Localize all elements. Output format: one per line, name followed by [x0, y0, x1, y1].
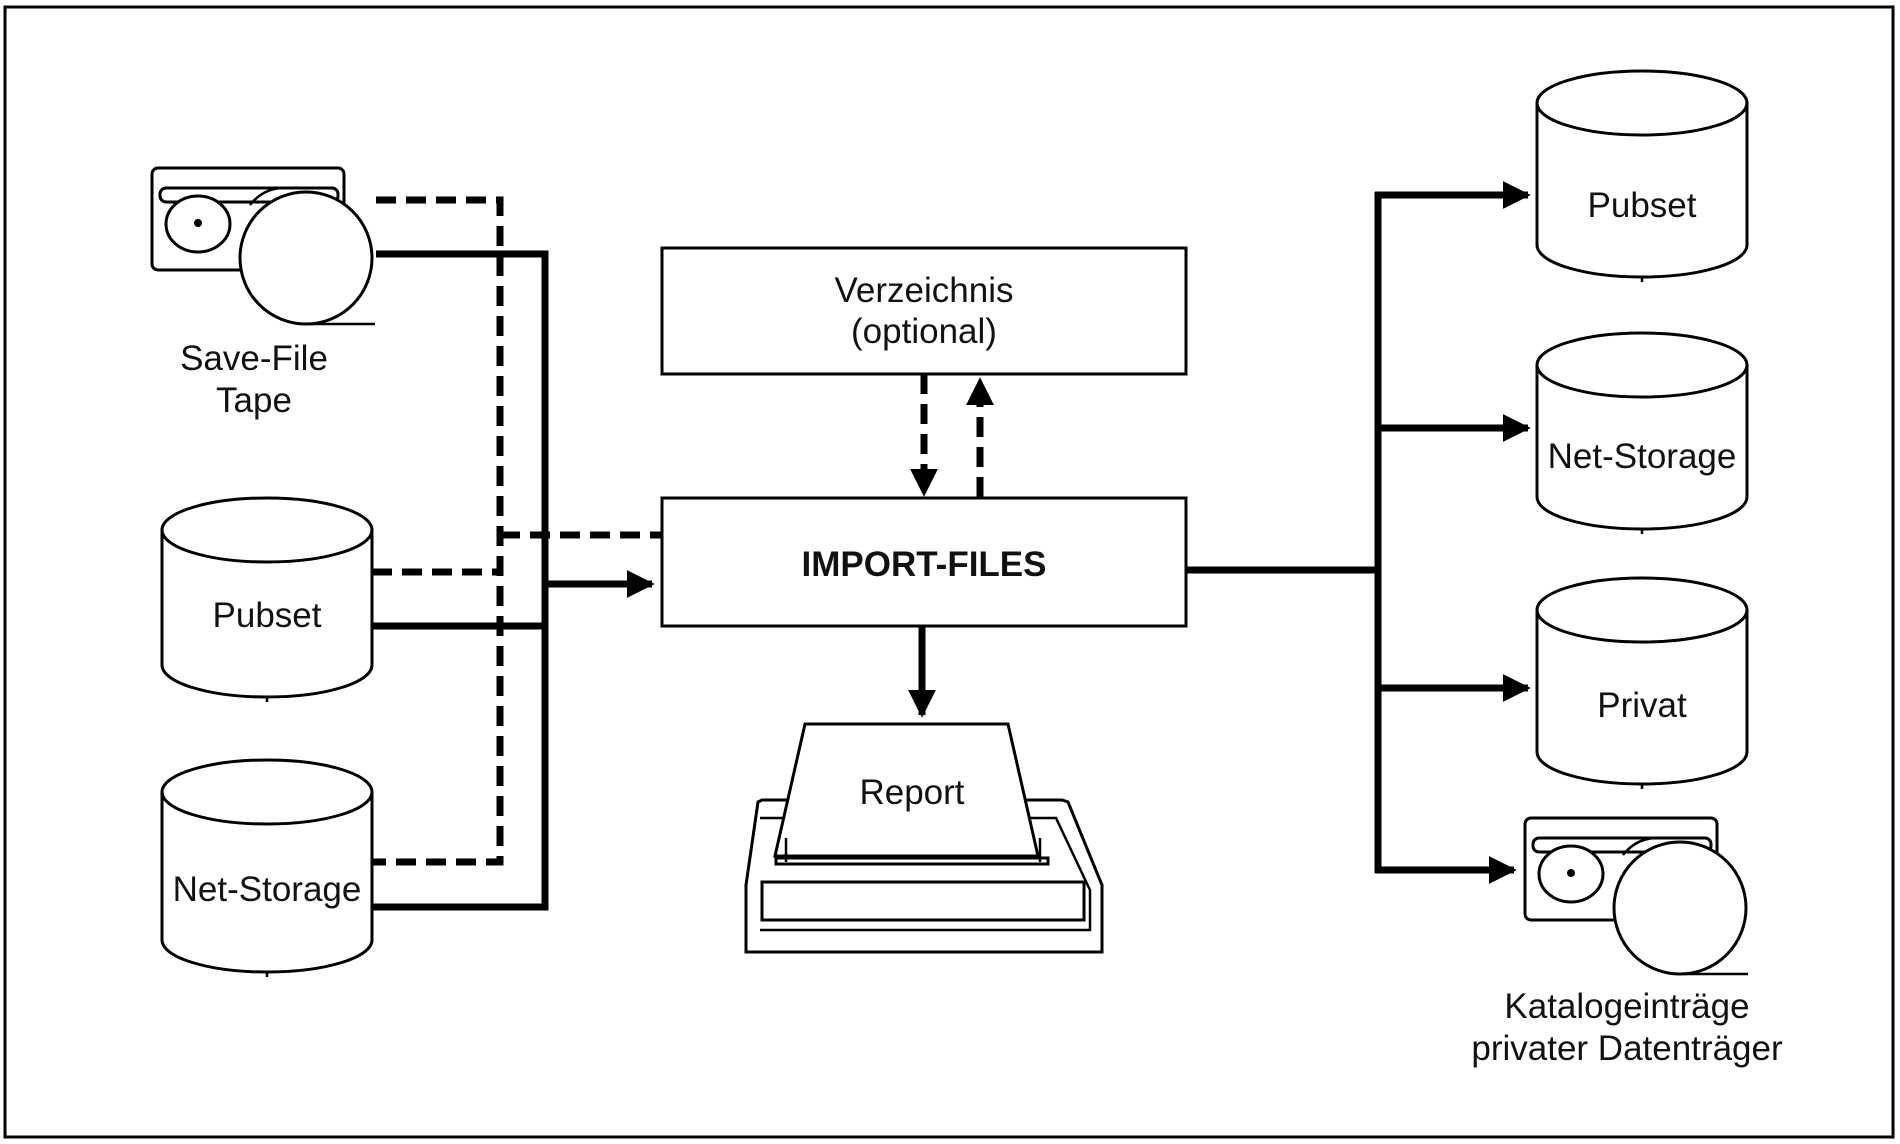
input-solid-connectors — [372, 250, 655, 911]
printer-icon — [744, 722, 1104, 954]
import-files-box — [660, 496, 1188, 628]
net-storage-output-label: Net-Storage — [1548, 437, 1737, 476]
katalog-label-2: privater Datenträger — [1471, 1029, 1783, 1068]
save-file-label-1: Save-File — [180, 339, 328, 378]
net-storage-output-disk-icon — [1535, 331, 1749, 534]
output-connectors — [1186, 181, 1531, 884]
verzeichnis-box — [660, 246, 1188, 376]
net-storage-input-disk-icon — [160, 758, 374, 977]
pubset-input-label: Pubset — [213, 596, 322, 635]
katalog-label-1: Katalogeinträge — [1504, 987, 1749, 1026]
tape-drive-icon — [150, 166, 375, 326]
privat-output-disk-icon — [1535, 576, 1749, 789]
outer-frame — [3, 5, 1895, 1139]
net-storage-input-label: Net-Storage — [173, 870, 362, 909]
pubset-input-disk-icon — [160, 496, 374, 702]
verzeichnis-label-1: Verzeichnis — [835, 271, 1014, 310]
report-label: Report — [859, 773, 964, 812]
save-file-label-2: Tape — [216, 381, 292, 420]
pubset-output-disk-icon — [1535, 69, 1749, 282]
privat-output-label: Privat — [1597, 686, 1687, 725]
tape-drive-output-icon — [1523, 816, 1748, 976]
input-dashed-connectors — [372, 196, 662, 866]
pubset-output-label: Pubset — [1588, 186, 1697, 225]
import-files-label: IMPORT-FILES — [802, 545, 1047, 584]
verzeichnis-label-2: (optional) — [851, 312, 997, 351]
